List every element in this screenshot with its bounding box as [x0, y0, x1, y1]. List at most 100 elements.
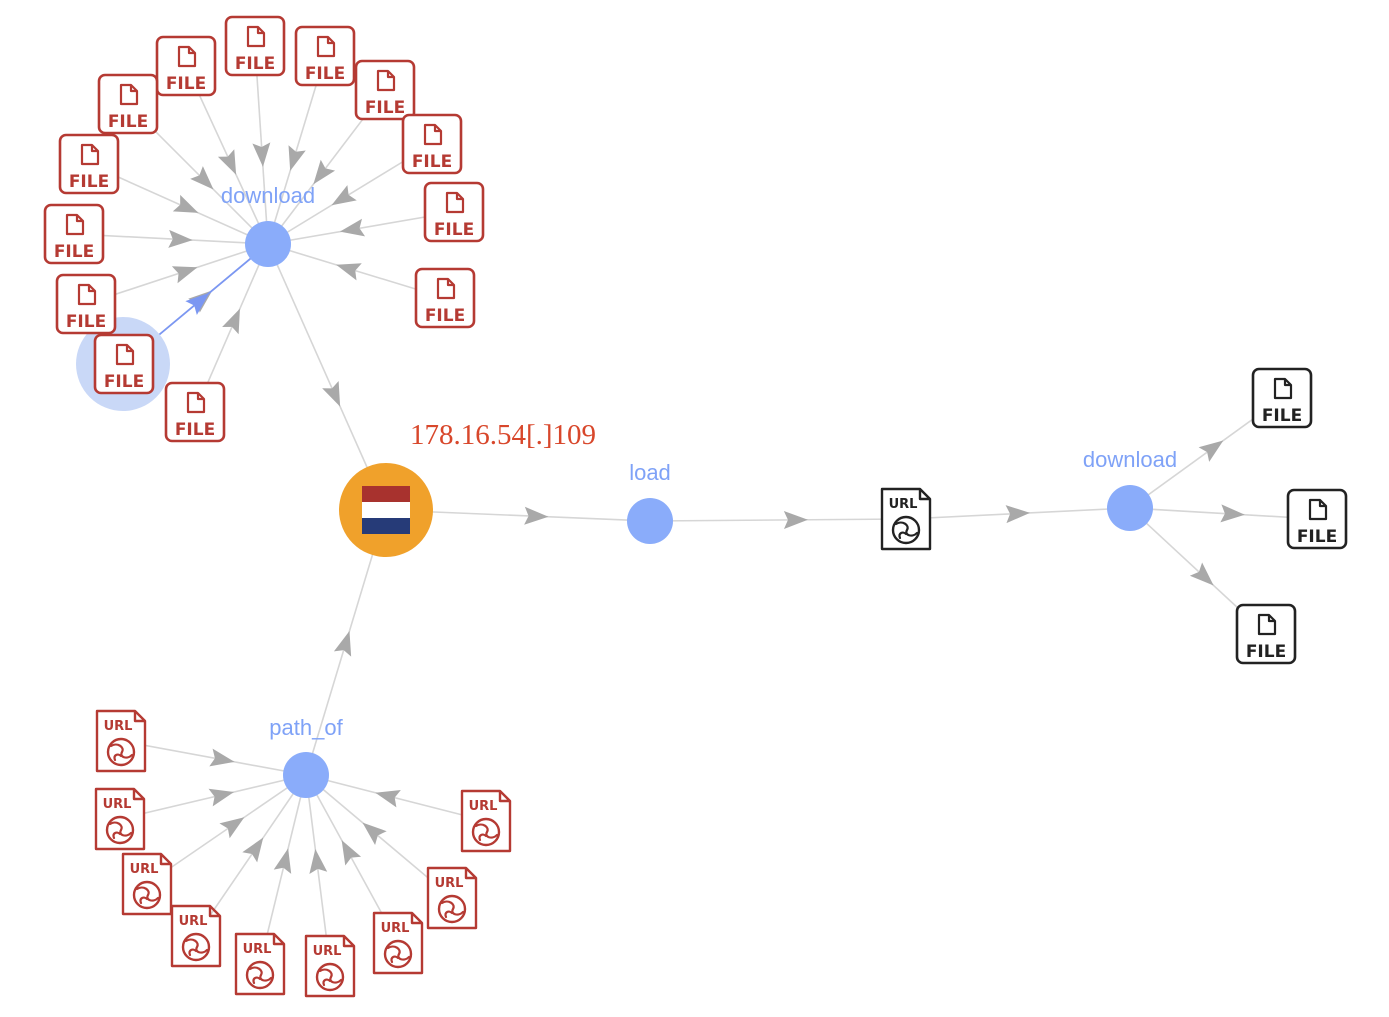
edge-url-to-path-of-arrowhead — [375, 789, 401, 808]
edge-url-to-path-of-arrowhead — [209, 748, 235, 767]
edge-url-to-path-of[interactable] — [120, 740, 307, 776]
edge-file-to-download-arrowhead — [252, 142, 271, 167]
file-icon-label: FILE — [108, 112, 148, 132]
edge-load-to-url-arrowhead — [783, 510, 808, 529]
downloaded-file-node[interactable]: FILE — [401, 113, 463, 175]
netherlands-flag-icon — [362, 486, 410, 534]
edge-url-to-path-of-arrowhead — [273, 848, 292, 874]
edge-url-to-path-of-arrowhead — [362, 822, 387, 845]
path-url-node[interactable]: URL — [94, 787, 146, 851]
relation-node-download[interactable] — [245, 221, 291, 267]
path-url-node[interactable]: URL — [426, 866, 478, 930]
url-icon-label: URL — [130, 862, 159, 877]
child-file-node[interactable]: FILE — [1251, 367, 1313, 429]
relation-label-download-right: download — [1083, 447, 1177, 472]
edge-url-to-path-of[interactable] — [305, 774, 331, 967]
globe-icon — [245, 960, 275, 990]
file-icon-label: FILE — [412, 152, 452, 172]
edge-file-to-download-arrowhead — [339, 218, 366, 237]
edge-url-to-path-of-arrowhead — [242, 837, 264, 863]
file-icon-label: FILE — [66, 312, 106, 332]
edge-file-to-download-selected-arrowhead — [185, 292, 210, 315]
ip-address-node[interactable] — [339, 463, 433, 557]
globe-icon — [383, 939, 413, 969]
edge-file-to-download-arrowhead — [336, 263, 362, 281]
downloaded-file-node[interactable]: FILE — [43, 203, 105, 265]
globe-icon — [471, 817, 501, 847]
downloaded-file-node[interactable]: FILE — [423, 181, 485, 243]
downloaded-file-node[interactable]: FILE — [414, 267, 476, 329]
edge-file-to-download-arrowhead — [171, 266, 198, 284]
edge-file-to-download-arrowhead — [222, 308, 240, 335]
downloaded-file-node[interactable]: FILE — [58, 133, 120, 195]
url-icon-label: URL — [313, 944, 342, 959]
downloaded-file-node[interactable]: FILE — [97, 73, 159, 135]
relation-label-path-of: path_of — [269, 715, 343, 740]
edge-url-to-download-arrowhead — [1005, 505, 1030, 524]
file-icon-label: FILE — [54, 242, 94, 262]
edge-ip-to-load-arrowhead — [524, 506, 549, 525]
edge-url-to-path-of[interactable] — [119, 774, 307, 820]
edge-download-to-file-arrowhead — [1220, 504, 1245, 523]
edge-download-to-file[interactable] — [1129, 507, 1318, 520]
file-icon-label: FILE — [235, 54, 275, 74]
url-icon-label: URL — [104, 719, 133, 734]
path-url-node[interactable]: URL — [460, 789, 512, 853]
relation-label-load: load — [629, 460, 671, 485]
globe-icon — [891, 515, 921, 545]
edge-file-to-download[interactable] — [73, 233, 269, 245]
url-icon-label: URL — [889, 497, 918, 512]
file-icon-label: FILE — [1246, 642, 1286, 662]
edge-file-to-download-arrowhead — [172, 194, 199, 213]
edge-file-to-download-arrowhead — [190, 166, 214, 190]
edge-path-of-to-ip-arrowhead — [333, 631, 352, 657]
file-icon-label: FILE — [166, 74, 206, 94]
child-file-node[interactable]: FILE — [1235, 603, 1297, 665]
edge-file-to-download[interactable] — [267, 55, 326, 245]
downloaded-file-node[interactable]: FILE — [155, 35, 217, 97]
url-icon-label: URL — [435, 876, 464, 891]
path-url-node[interactable]: URL — [372, 911, 424, 975]
path-url-node[interactable]: URL — [170, 904, 222, 968]
globe-icon — [437, 894, 467, 924]
loaded-url-node[interactable]: URL — [880, 487, 932, 551]
path-url-node[interactable]: URL — [234, 932, 286, 996]
downloaded-file-node[interactable]: FILE — [93, 333, 155, 395]
relation-node-path-of[interactable] — [283, 752, 329, 798]
downloaded-file-node[interactable]: FILE — [164, 381, 226, 443]
edge-url-to-path-of[interactable] — [305, 774, 487, 822]
edge-file-to-download[interactable] — [267, 211, 455, 245]
edge-url-to-path-of[interactable] — [259, 774, 307, 965]
edge-file-to-download-arrowhead — [313, 159, 336, 185]
edge-file-to-download[interactable] — [254, 45, 269, 245]
downloaded-file-node[interactable]: FILE — [354, 59, 416, 121]
globe-icon — [132, 880, 162, 910]
relation-node-download-right[interactable] — [1107, 485, 1153, 531]
child-file-node[interactable]: FILE — [1286, 488, 1348, 550]
url-icon-label: URL — [381, 921, 410, 936]
downloaded-file-node[interactable]: FILE — [294, 25, 356, 87]
path-url-node[interactable]: URL — [95, 709, 147, 773]
path-url-node[interactable]: URL — [304, 934, 356, 998]
globe-icon — [106, 737, 136, 767]
globe-icon — [315, 962, 345, 992]
edge-load-to-url[interactable] — [649, 518, 907, 522]
edge-download-to-ip-arrowhead — [322, 381, 341, 407]
edge-url-to-path-of[interactable] — [195, 774, 307, 937]
path-url-node[interactable]: URL — [121, 852, 173, 916]
edge-file-to-download-arrowhead — [168, 229, 193, 248]
file-icon-label: FILE — [425, 306, 465, 326]
edge-file-to-download[interactable] — [85, 243, 269, 305]
downloaded-file-node[interactable]: FILE — [224, 15, 286, 77]
edge-file-to-download-arrowhead — [331, 185, 357, 206]
downloaded-file-node[interactable]: FILE — [55, 273, 117, 335]
edge-file-to-download-arrowhead — [217, 149, 237, 175]
edge-url-to-path-of[interactable] — [146, 774, 307, 885]
relation-node-load[interactable] — [627, 498, 673, 544]
relation-label-download-top: download — [221, 183, 315, 208]
edge-url-to-path-of-arrowhead — [208, 788, 234, 807]
edge-download-to-ip[interactable] — [267, 243, 387, 511]
edge-url-to-path-of-arrowhead — [309, 849, 328, 874]
